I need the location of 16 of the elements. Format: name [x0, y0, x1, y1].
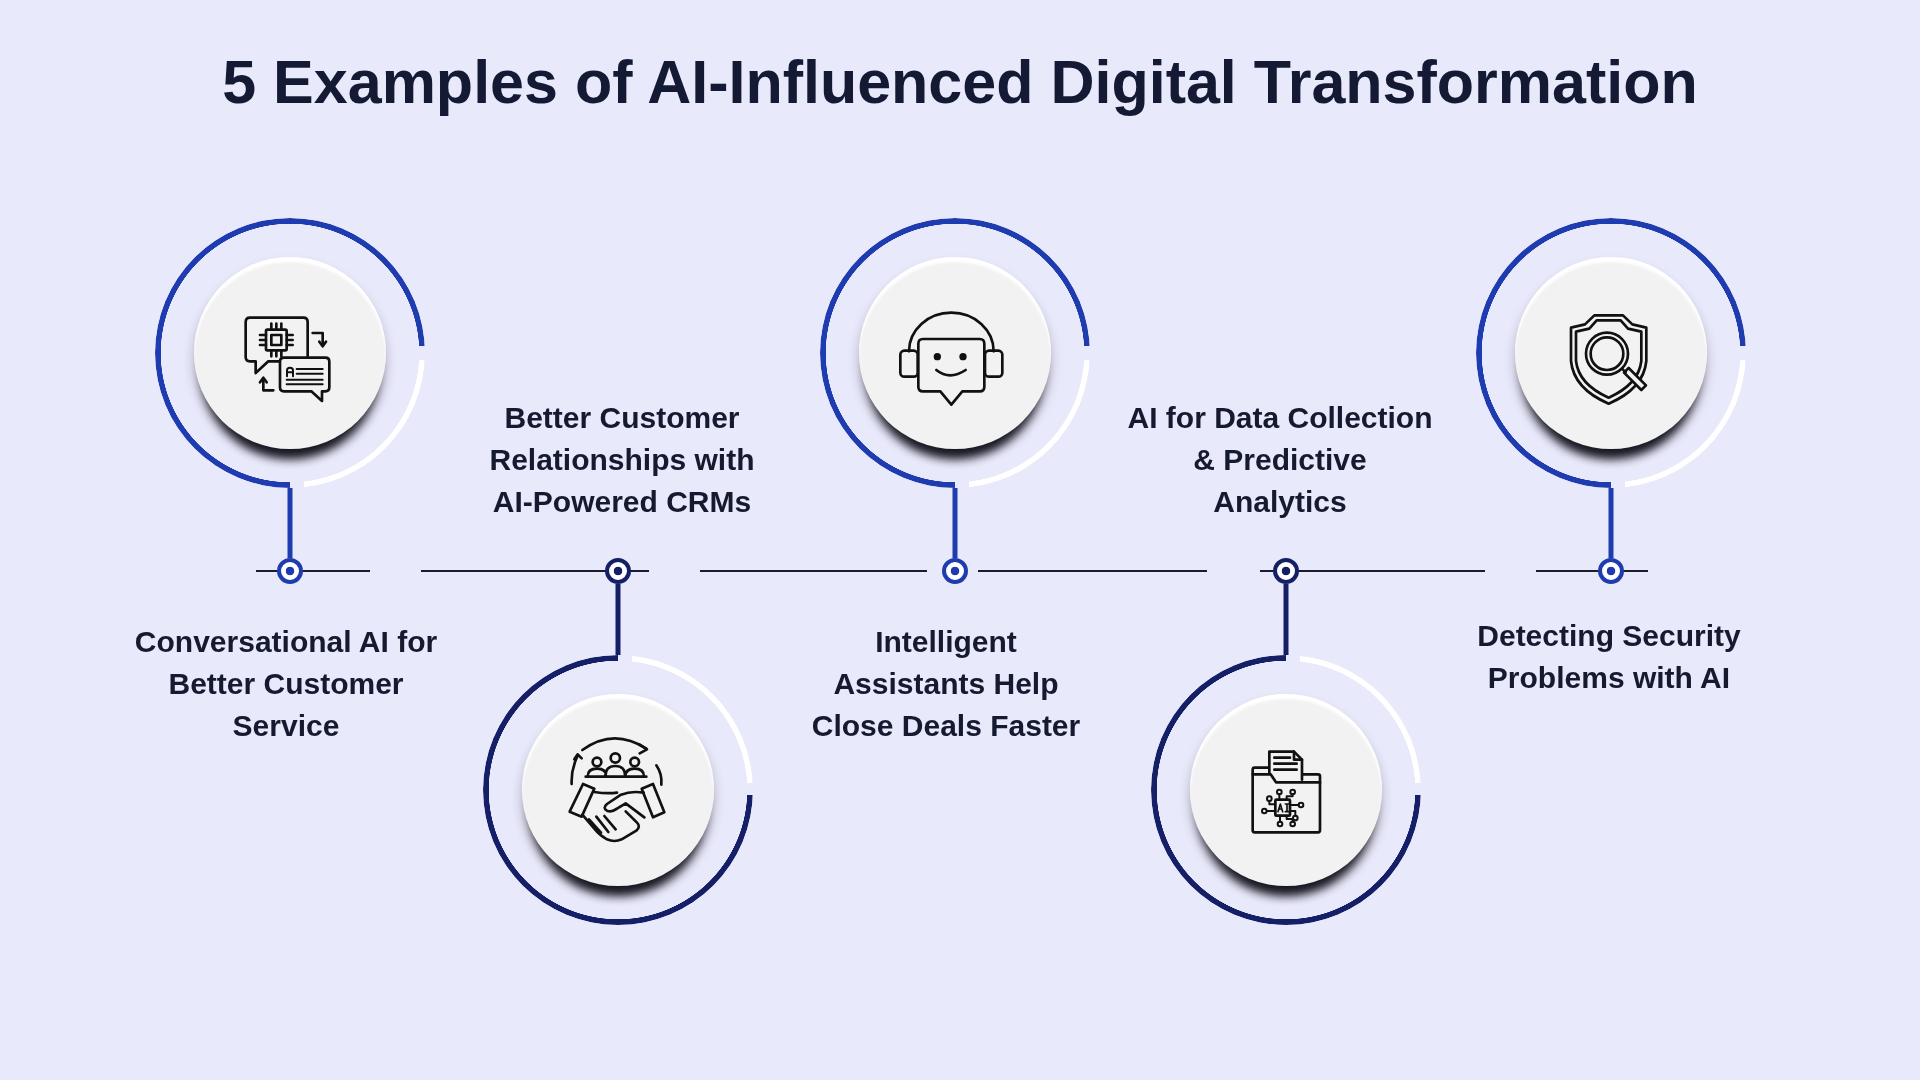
connector-line — [952, 488, 958, 558]
step-title: Conversational AI for Better Customer Service — [133, 624, 439, 744]
step-title: Better Customer Relationships with AI-Powered CRMs — [488, 400, 756, 520]
connector-line — [287, 488, 293, 558]
timeline-dot — [1273, 558, 1299, 584]
connector-line — [1283, 584, 1289, 655]
timeline-dot — [942, 558, 968, 584]
timeline-dot — [1598, 558, 1624, 584]
connector-line — [615, 584, 621, 655]
timeline-dot — [277, 558, 303, 584]
timeline-dot — [605, 558, 631, 584]
step-title: Detecting Security Problems with AI — [1476, 618, 1742, 696]
step-title: Intelligent Assistants Help Close Deals Faster — [810, 624, 1082, 744]
title: 5 Examples of AI-Influenced Digital Transformation — [221, 47, 1699, 118]
step-title: AI for Data Collection & Predictive Analytics — [1126, 400, 1434, 520]
connector-line — [1608, 488, 1614, 558]
